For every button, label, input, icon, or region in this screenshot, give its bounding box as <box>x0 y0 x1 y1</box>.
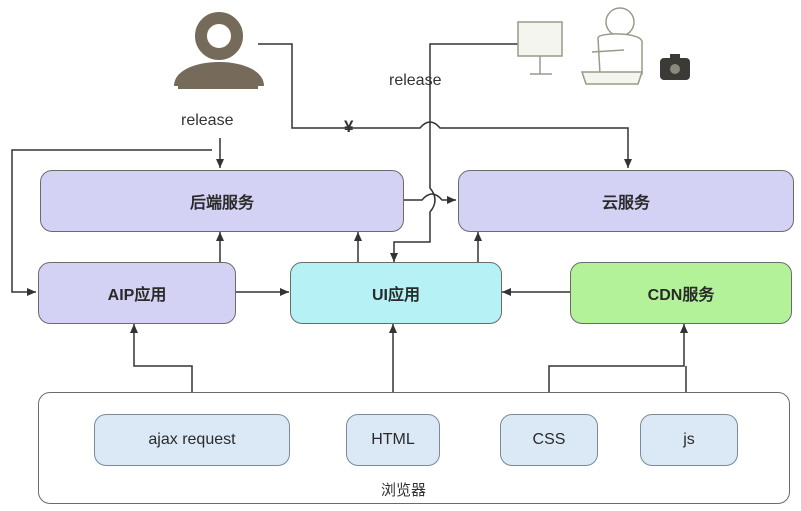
js-label: js <box>683 431 695 448</box>
left-loop-arrow <box>11 149 212 296</box>
backend-service-label: 后端服务 <box>189 195 254 212</box>
ajax-request-box: ajax request <box>94 414 290 466</box>
ui-app-label: UI应用 <box>371 287 420 304</box>
release-arrow-developer <box>390 43 518 262</box>
css-label: CSS <box>532 431 566 448</box>
backend-to-cloud-arrow <box>404 193 456 204</box>
aip-app-label: AIP应用 <box>107 287 167 304</box>
js-box: js <box>640 414 738 466</box>
cdn-service-box: CDN服务 <box>570 262 792 324</box>
ajax-to-aip-arrow <box>130 324 193 414</box>
developer-computer-icon <box>517 7 690 85</box>
backend-service-box: 后端服务 <box>40 170 404 232</box>
cloud-service-label: 云服务 <box>601 195 650 212</box>
html-box: HTML <box>346 414 440 466</box>
css-box: CSS <box>500 414 598 466</box>
ajax-request-label: ajax request <box>148 431 236 448</box>
yen-label: ¥ <box>344 117 354 136</box>
html-label: HTML <box>371 431 415 448</box>
payment-arrow <box>258 43 632 168</box>
browser-label: 浏览器 <box>381 482 427 499</box>
release-label-developer: release <box>389 72 442 89</box>
aip-app-box: AIP应用 <box>38 262 236 324</box>
cloud-service-box: 云服务 <box>458 170 794 232</box>
css-to-cdn-arrow <box>548 324 688 414</box>
release-label-user: release <box>181 112 234 129</box>
user-icon <box>174 12 264 89</box>
cdn-service-label: CDN服务 <box>647 287 715 304</box>
ui-app-box: UI应用 <box>290 262 502 324</box>
